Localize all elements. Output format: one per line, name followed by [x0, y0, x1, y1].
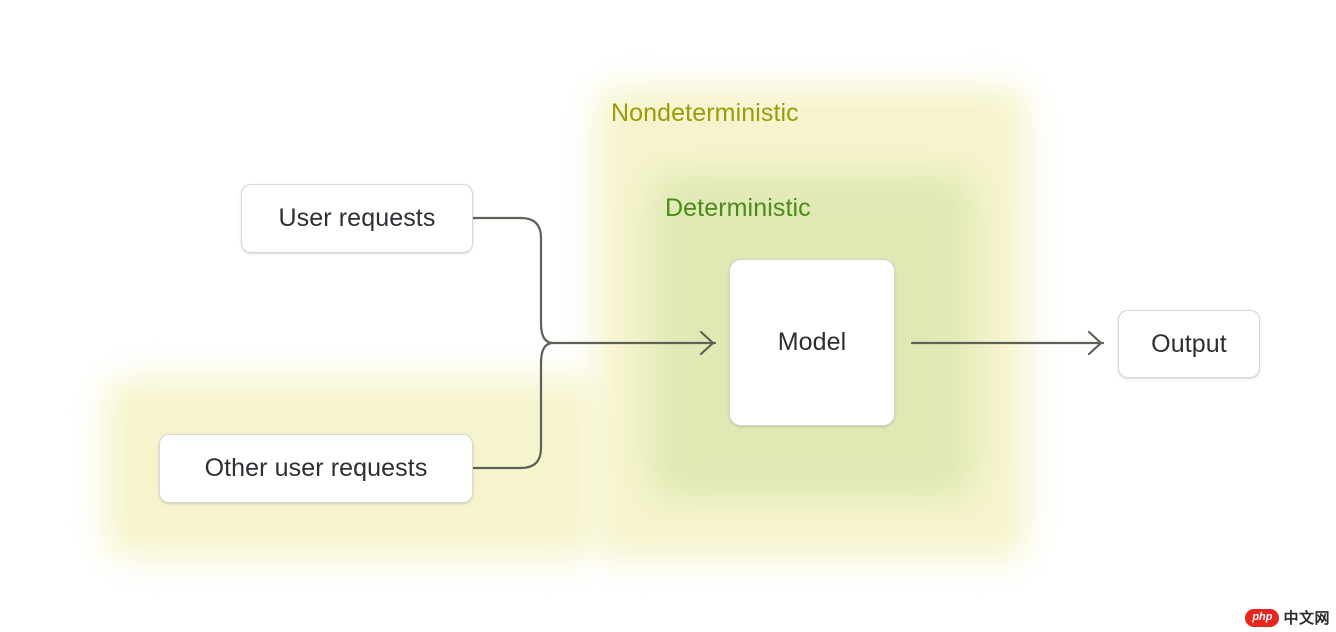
watermark: php 中文网: [1245, 609, 1330, 627]
connector-other-user-requests-to-merge: [471, 341, 555, 470]
region-label-nondeterministic: Nondeterministic: [611, 99, 799, 127]
region-label-deterministic: Deterministic: [665, 194, 811, 222]
node-model[interactable]: Model: [729, 259, 895, 426]
watermark-label: 中文网: [1283, 609, 1330, 627]
node-output[interactable]: Output: [1118, 310, 1260, 378]
arrowhead-into-output-icon: [1087, 330, 1103, 356]
node-user-requests[interactable]: User requests: [241, 184, 473, 253]
arrowhead-into-model-icon: [699, 330, 715, 356]
node-other-user-requests[interactable]: Other user requests: [159, 434, 473, 503]
watermark-php-badge: php: [1245, 609, 1280, 627]
connector-user-requests-to-merge: [471, 216, 555, 345]
